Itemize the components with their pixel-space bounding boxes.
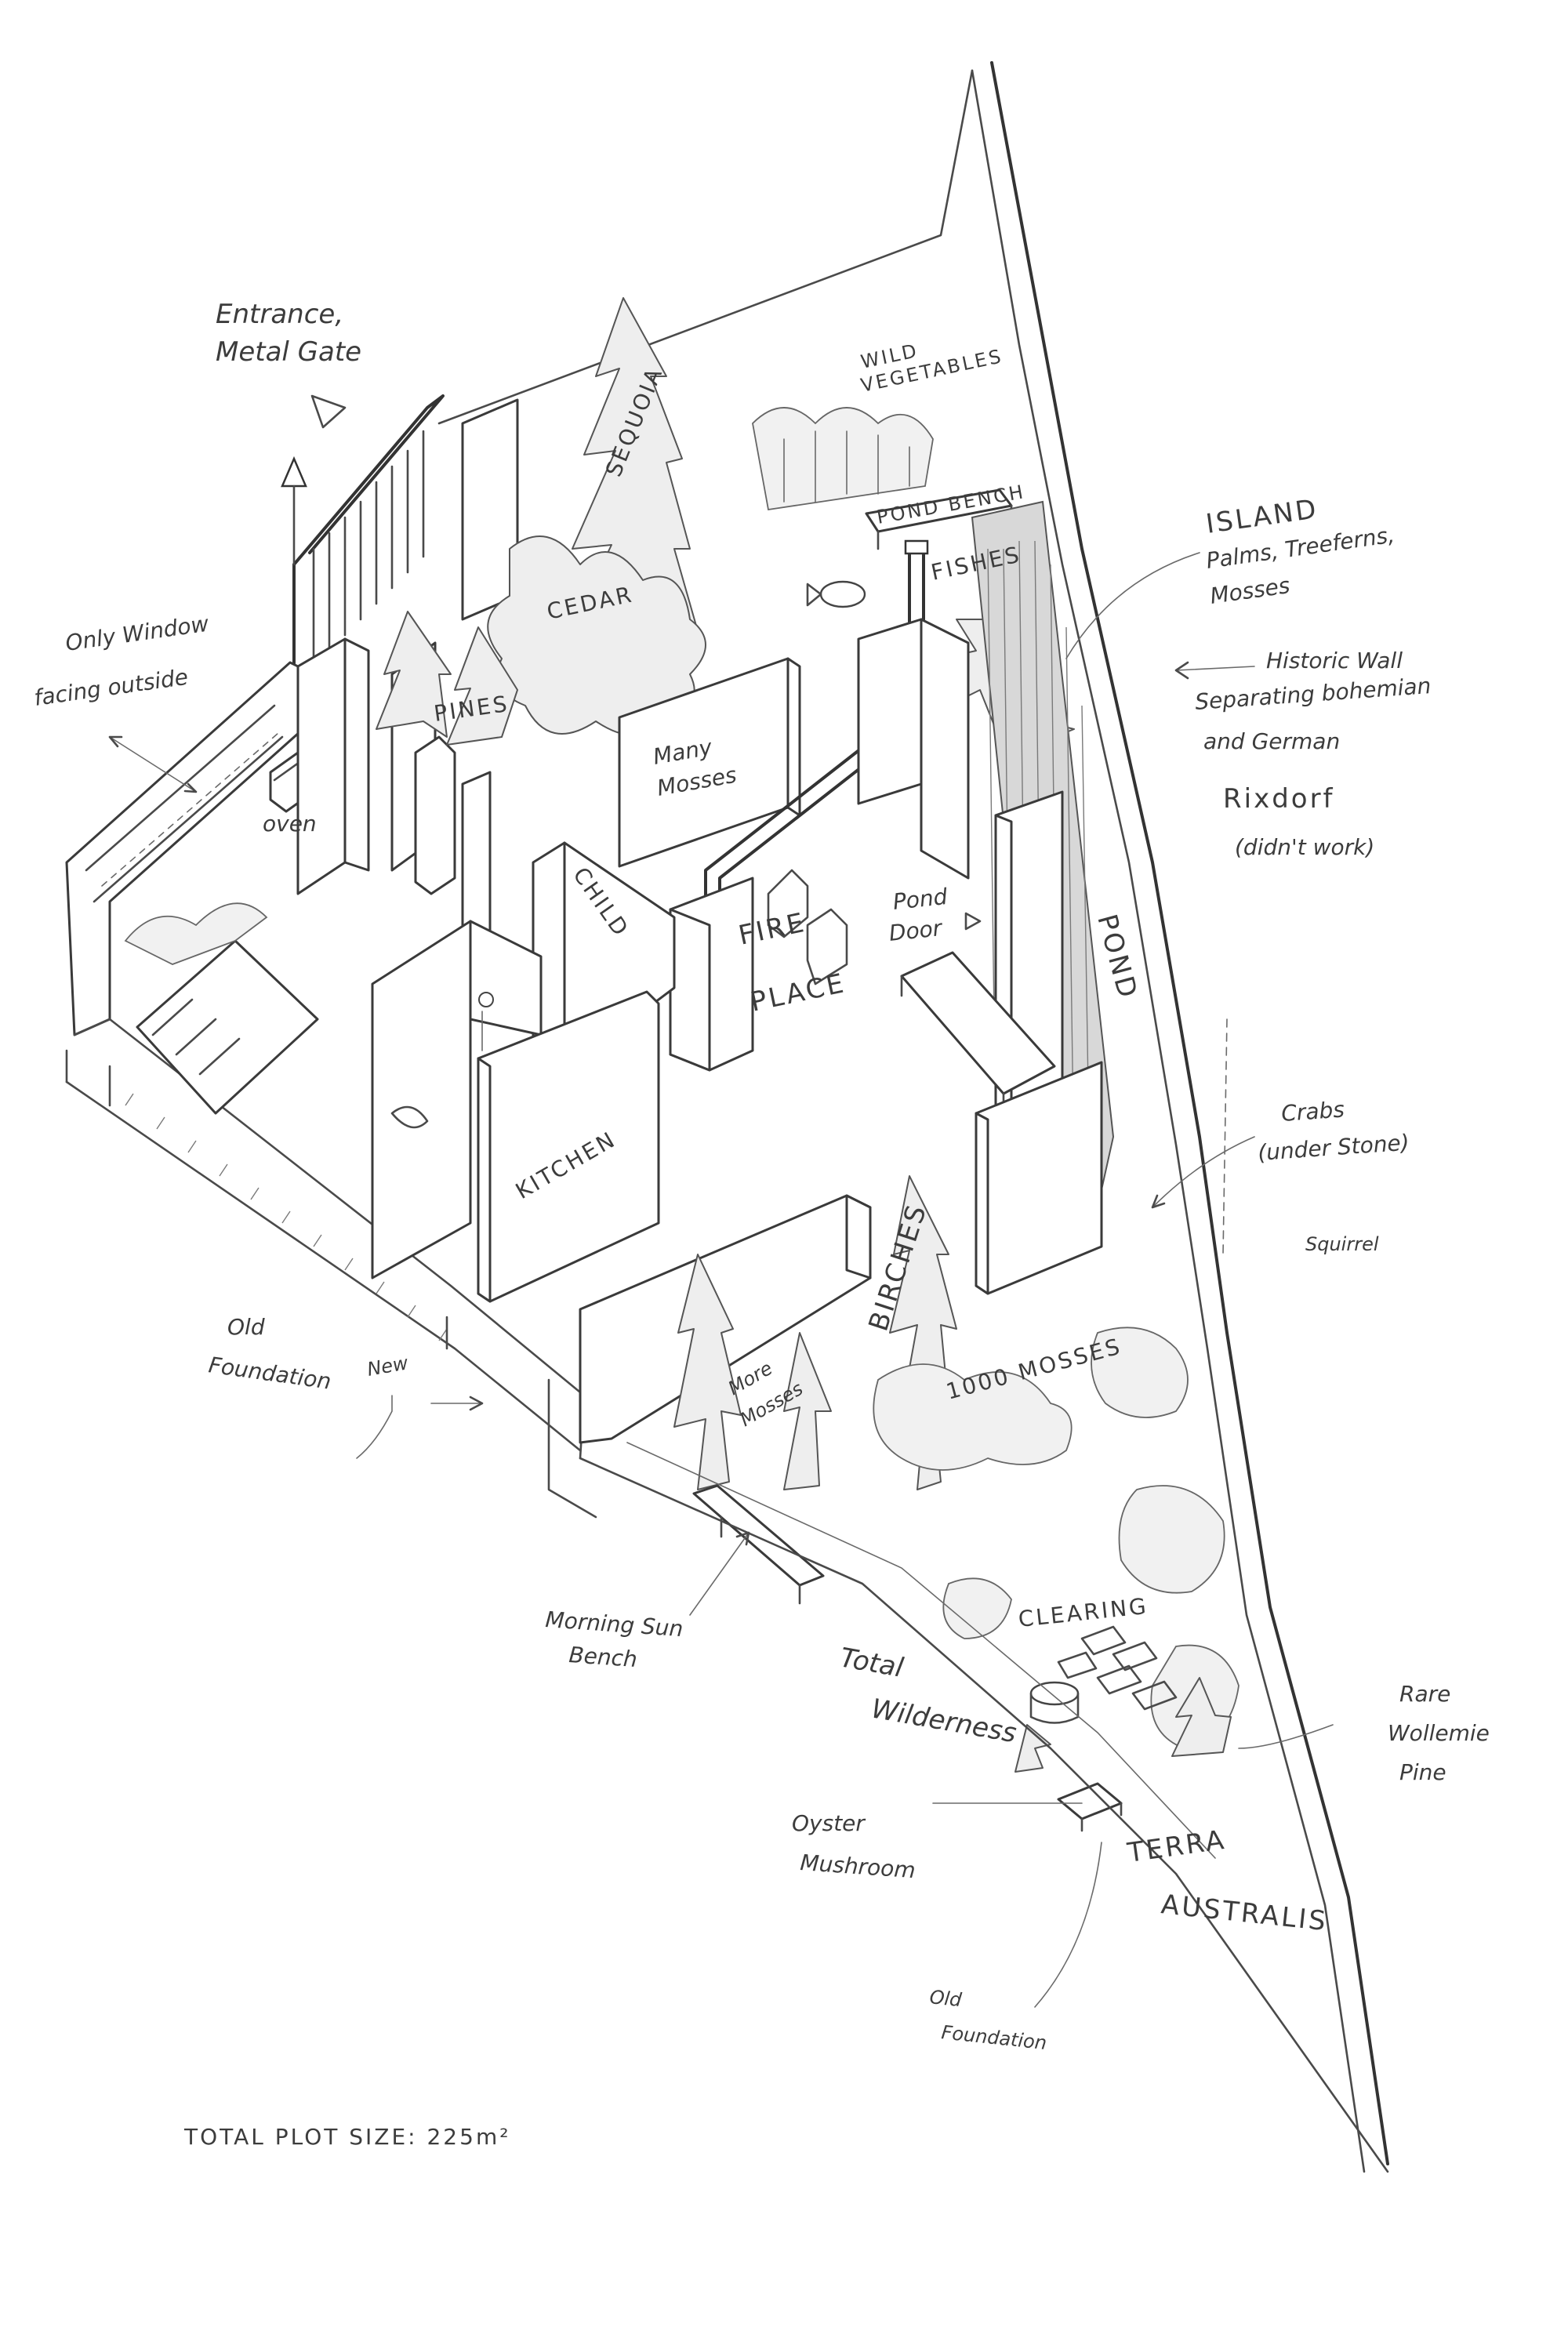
label-terra-australis: TERRA AUSTRALIS [1125,1824,1330,1938]
svg-text:TERRA: TERRA [1125,1824,1229,1869]
chair [767,869,848,985]
svg-text:and German: and German [1203,728,1340,754]
label-oyster-mushroom: Oyster Mushroom [792,1810,916,1883]
label-crabs: Crabs (under Stone) [1257,1096,1410,1166]
label-pond-door: Pond Door [887,884,982,946]
label-new: New [365,1352,410,1381]
label-rare-wollemie: Rare Wollemie Pine [1388,1681,1490,1785]
label-only-window: Only Window facing outside [32,611,210,711]
svg-text:facing outside: facing outside [32,664,190,711]
svg-text:Crabs: Crabs [1280,1096,1345,1127]
many-mosses-wall [618,657,801,868]
entrance-arrow [310,394,347,429]
label-old-foundation-bottom: Old Foundation [928,1986,1047,2054]
birches-wall [975,1061,1103,1295]
label-squirrel: Squirrel [1305,1233,1379,1255]
svg-text:Mushroom: Mushroom [800,1849,916,1883]
svg-text:(under Stone): (under Stone) [1257,1130,1410,1166]
svg-text:Pond: Pond [891,884,949,915]
svg-text:Old: Old [227,1314,265,1340]
fish [806,580,866,608]
svg-text:Historic Wall: Historic Wall [1266,648,1403,673]
kitchen [371,920,660,1303]
pine-trees [376,611,518,746]
label-old-foundation-left: Old Foundation [207,1314,332,1395]
svg-text:Total: Total [837,1642,906,1684]
bottom-boundary-inner [626,1442,1216,1859]
svg-text:Bench: Bench [568,1642,638,1672]
historic-wall [971,61,1389,2173]
svg-text:Entrance,: Entrance, [216,299,343,330]
svg-text:Oyster: Oyster [792,1810,866,1836]
svg-text:Only Window: Only Window [64,611,210,656]
svg-text:Foundation: Foundation [940,2021,1047,2054]
svg-text:Mosses: Mosses [1208,572,1291,609]
svg-text:(didn't work): (didn't work) [1235,834,1374,860]
annotation-leaders [108,552,1334,2008]
label-oven: oven [263,811,317,837]
label-pond: POND [1091,911,1143,1003]
label-clearing: CLEARING [1017,1593,1149,1632]
label-morning-sun-bench: Morning Sun Bench [545,1606,684,1672]
fire-place [669,877,754,1072]
svg-text:PLACE: PLACE [748,967,849,1018]
wollemie-pine [1171,1677,1232,1757]
label-wild-vegetables: WILD VEGETABLES [858,339,1005,397]
label-historic-wall: Historic Wall Separating bohemian and Ge… [1194,648,1432,860]
wild-vegetables [752,407,934,511]
clearing-pavers [1057,1625,1178,1711]
entrance-walls [296,398,519,895]
svg-text:Metal Gate: Metal Gate [216,336,361,368]
svg-text:Pine: Pine [1399,1759,1446,1785]
svg-text:Foundation: Foundation [207,1352,332,1395]
birch-trees [673,1175,957,1490]
morning-sun-bench [692,1484,825,1605]
svg-text:Wollemie: Wollemie [1388,1720,1490,1746]
tree-stump [1029,1681,1080,1724]
only-window [85,704,284,903]
entrance-metal-gate [281,394,445,676]
svg-text:AUSTRALIS: AUSTRALIS [1160,1889,1330,1937]
svg-text:Door: Door [887,915,944,946]
bottom-boundary [579,1457,1389,2173]
svg-text:Separating bohemian: Separating bohemian [1194,673,1432,715]
label-total-plot-size: TOTAL PLOT SIZE: 225m² [183,2124,510,2150]
svg-text:Morning Sun: Morning Sun [545,1606,684,1642]
label-island: ISLAND Palms, Treeferns, Mosses [1204,493,1396,609]
svg-text:ISLAND: ISLAND [1204,493,1320,540]
bed [124,902,319,1115]
bottom-old-foundation [1014,1724,1123,1832]
svg-text:Rixdorf: Rixdorf [1223,783,1335,815]
svg-text:Old: Old [928,1986,963,2011]
label-entrance: Entrance, Metal Gate [216,299,361,368]
svg-text:Rare: Rare [1399,1681,1450,1707]
